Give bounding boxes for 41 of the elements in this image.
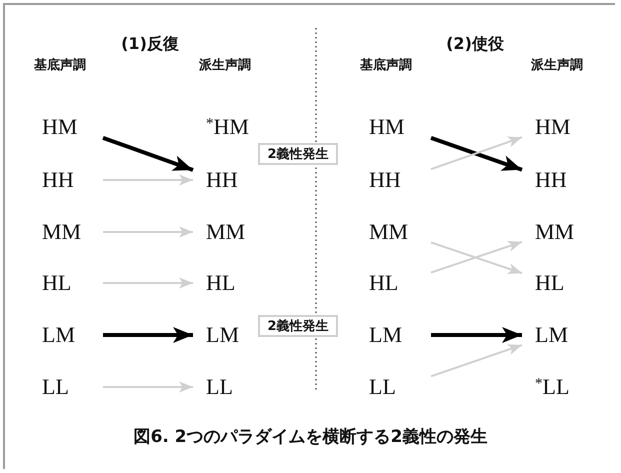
tone-label: LL bbox=[362, 373, 428, 401]
tone-label: MM bbox=[196, 218, 256, 246]
arrow bbox=[102, 136, 194, 172]
tone-label: HM bbox=[525, 113, 587, 141]
tone-label: MM bbox=[362, 218, 428, 246]
arrow bbox=[430, 344, 522, 378]
caption: 図6. 2つのパラダイムを横断する2義性の発生 bbox=[132, 426, 488, 448]
arrow bbox=[103, 277, 193, 289]
tone-label: HM bbox=[35, 113, 100, 141]
arrow bbox=[103, 226, 193, 238]
tone-label: HH bbox=[196, 166, 256, 194]
arrow bbox=[103, 381, 193, 393]
tone-label: LM bbox=[196, 321, 256, 349]
tone-label: MM bbox=[525, 218, 587, 246]
tone-label: HH bbox=[35, 166, 100, 194]
tone-label: HH bbox=[525, 166, 587, 194]
tone-label: HL bbox=[362, 269, 428, 297]
tone-label: LM bbox=[35, 321, 100, 349]
tone-label: $^{*}$HM bbox=[196, 113, 256, 141]
tone-label: HM bbox=[362, 113, 428, 141]
tone-label: LM bbox=[362, 321, 428, 349]
section-heading: (1)反復 bbox=[121, 34, 179, 55]
tone-label: LL bbox=[196, 373, 256, 401]
tone-label: HL bbox=[196, 269, 256, 297]
tone-label: LM bbox=[525, 321, 587, 349]
column-heading: 派生声調 bbox=[531, 56, 583, 74]
tone-label: HL bbox=[525, 269, 587, 297]
column-heading: 基底声調 bbox=[360, 56, 412, 74]
column-heading: 派生声調 bbox=[199, 56, 251, 74]
arrow bbox=[431, 327, 522, 343]
column-heading: 基底声調 bbox=[34, 56, 86, 74]
tone-label: LL bbox=[35, 373, 100, 401]
section-heading: (2)使役 bbox=[446, 34, 504, 55]
tone-label: MM bbox=[35, 218, 100, 246]
arrow bbox=[103, 174, 193, 186]
note-box: 2義性発生 bbox=[258, 143, 338, 165]
tone-label: $^{*}$LL bbox=[525, 373, 587, 401]
tone-label: HH bbox=[362, 166, 428, 194]
arrow bbox=[103, 327, 193, 343]
tone-label: HL bbox=[35, 269, 100, 297]
note-box: 2義性発生 bbox=[258, 315, 338, 337]
